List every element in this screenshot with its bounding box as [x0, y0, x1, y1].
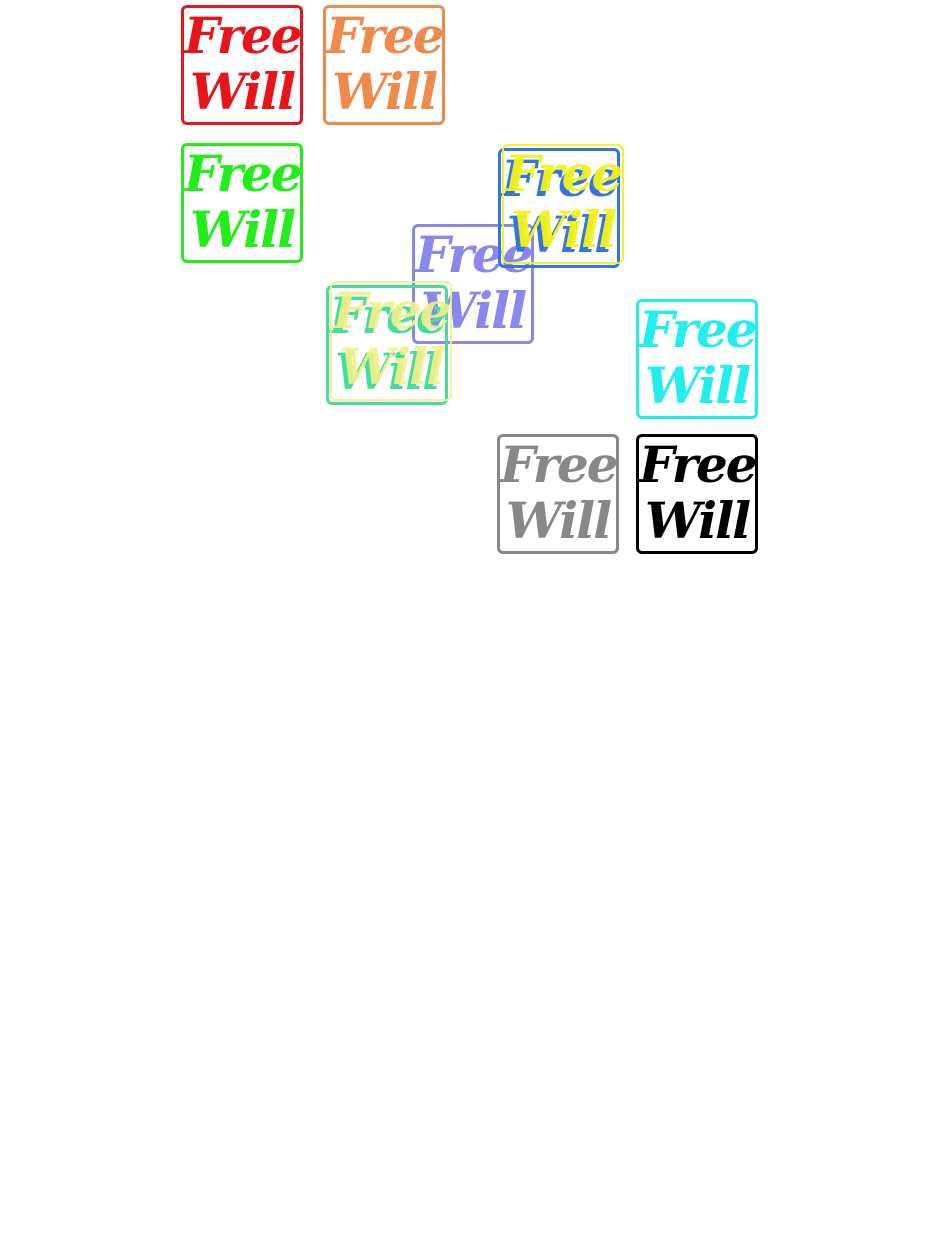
free-will-stamp-orange: Free Will	[323, 5, 445, 125]
stamp-line-1: Free	[639, 300, 758, 359]
stamp-line-1: Free	[329, 286, 448, 345]
free-will-stamp-mint: Free Will	[326, 285, 448, 405]
stamp-line-2: Will	[338, 337, 445, 396]
stamp-line-1: Free	[184, 144, 303, 203]
stamp-line-2: Will	[644, 491, 751, 550]
stamp-line-1: Free	[326, 6, 445, 65]
stamp-line-1: Free	[184, 6, 303, 65]
stamp-line-2: Will	[189, 62, 296, 121]
free-will-stamp-red: Free Will	[181, 5, 303, 125]
stamp-line-2: Will	[189, 200, 296, 259]
stamp-line-1: Free	[639, 435, 758, 494]
free-will-stamp-light-yellow: Free Will	[330, 281, 452, 401]
free-will-stamp-cyan: Free Will	[636, 299, 758, 419]
free-will-stamp-violet: Free Will	[412, 224, 534, 344]
stamp-line-2: Will	[334, 342, 441, 401]
free-will-stamp-yellow: Free Will	[502, 144, 624, 264]
stamp-line-2: Will	[644, 356, 751, 415]
free-will-stamp-gray: Free Will	[497, 434, 619, 554]
stamp-line-2: Will	[331, 62, 438, 121]
stamp-line-1: Free	[415, 225, 534, 284]
stamp-line-1: Free	[501, 149, 620, 208]
stamp-line-2: Will	[505, 491, 612, 550]
stamp-line-2: Will	[420, 281, 527, 340]
free-will-stamp-black: Free Will	[636, 434, 758, 554]
free-will-stamp-green: Free Will	[181, 143, 303, 263]
stamp-line-2: Will	[510, 200, 617, 259]
stamp-line-1: Free	[332, 281, 452, 340]
stamp-line-1: Free	[504, 144, 624, 203]
stamp-line-2: Will	[506, 205, 613, 264]
free-will-stamp-blue: Free Will	[498, 148, 620, 268]
stamp-line-1: Free	[500, 435, 619, 494]
